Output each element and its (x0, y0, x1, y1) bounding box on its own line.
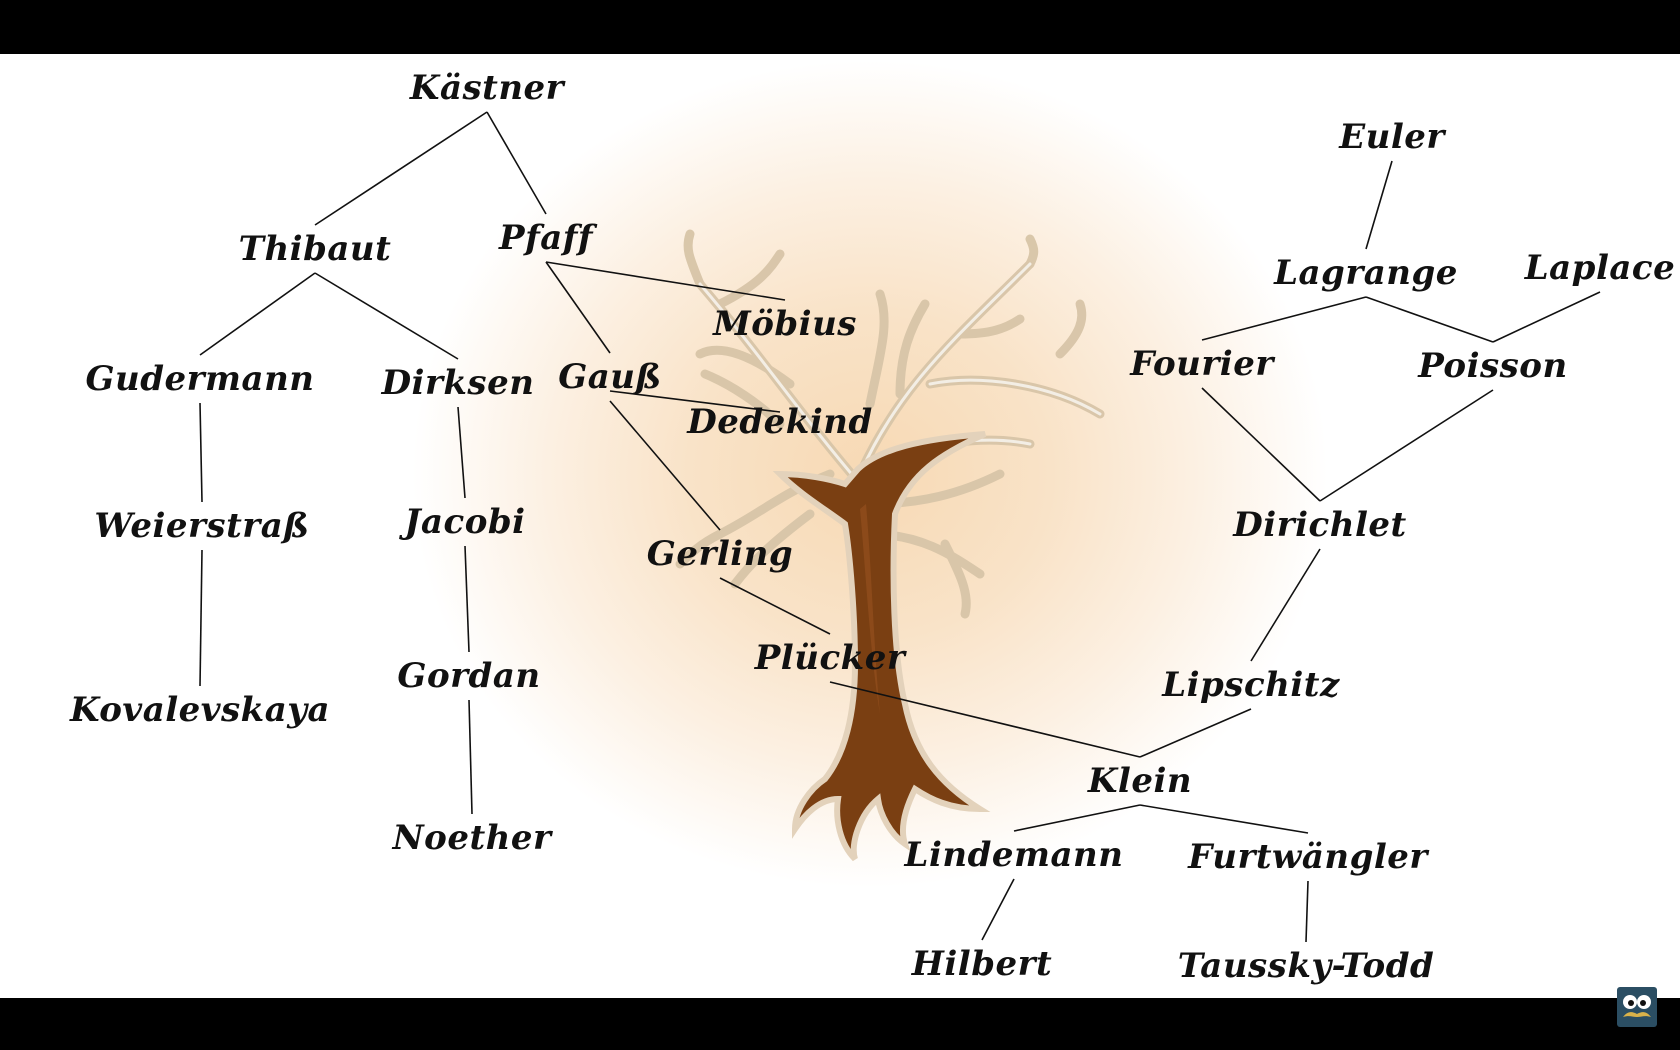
node-euler: Euler (1339, 117, 1445, 157)
node-plucker: Plücker (754, 638, 906, 678)
node-furtwangler: Furtwängler (1188, 837, 1428, 877)
edge-lagrange-poisson (1365, 296, 1494, 343)
edge-weierstrass-kovalevskaya (199, 549, 203, 687)
node-gordan: Gordan (397, 656, 541, 696)
node-dirichlet: Dirichlet (1233, 505, 1407, 545)
tree-illustration (675, 229, 1105, 862)
node-lindemann: Lindemann (904, 835, 1124, 875)
node-hilbert: Hilbert (911, 944, 1053, 984)
edge-thibaut-dirksen (314, 272, 459, 360)
edge-lipschitz-klein (1139, 708, 1252, 758)
edge-furtwangler-taussky (1305, 880, 1309, 943)
edge-gauss-gerling (609, 400, 721, 531)
edge-lindemann-hilbert (981, 878, 1015, 941)
edge-thibaut-gudermann (199, 272, 316, 356)
edge-layer (199, 111, 1601, 943)
node-klein: Klein (1087, 761, 1193, 801)
diagram-canvas: Kästner Thibaut Pfaff Gudermann Dirksen … (0, 54, 1680, 998)
node-dedekind: Dedekind (687, 402, 873, 442)
node-taussky: Taussky-Todd (1177, 946, 1435, 986)
node-thibaut: Thibaut (238, 229, 392, 269)
node-jacobi: Jacobi (404, 502, 526, 542)
node-gauss: Gauß (558, 357, 662, 397)
node-gerling: Gerling (646, 534, 794, 574)
node-fourier: Fourier (1130, 344, 1274, 384)
node-poisson: Poisson (1418, 346, 1568, 386)
edge-lagrange-fourier (1201, 296, 1367, 341)
edge-euler-lagrange (1365, 160, 1393, 250)
edge-dirichlet-lipschitz (1250, 548, 1321, 662)
edge-kastner-pfaff (486, 111, 547, 215)
node-laplace: Laplace (1524, 248, 1676, 288)
node-lipschitz: Lipschitz (1162, 665, 1340, 705)
edge-kastner-thibaut (314, 111, 488, 226)
edge-gordan-noether (468, 699, 473, 815)
edge-plucker-klein (829, 681, 1141, 758)
edge-poisson-dirichlet (1319, 389, 1494, 502)
node-dirksen: Dirksen (381, 363, 535, 403)
node-mobius: Möbius (713, 304, 857, 344)
edge-dirksen-jacobi (457, 406, 466, 499)
edge-fourier-dirichlet (1201, 387, 1321, 502)
edge-klein-lindemann (1013, 804, 1141, 832)
node-noether: Noether (392, 818, 552, 858)
mustache-face-icon (1623, 995, 1651, 1017)
edge-pfaff-mobius (545, 261, 786, 301)
node-pfaff: Pfaff (499, 218, 593, 258)
edge-klein-furtwangler (1139, 804, 1309, 834)
node-gudermann: Gudermann (85, 359, 315, 399)
edge-gerling-plucker (719, 577, 831, 635)
edge-jacobi-gordan (464, 545, 470, 653)
node-kovalevskaya: Kovalevskaya (69, 690, 331, 730)
edge-gudermann-weierstrass (199, 402, 203, 503)
edge-laplace-poisson (1492, 291, 1601, 343)
node-lagrange: Lagrange (1274, 253, 1458, 293)
edge-pfaff-gauss (545, 261, 611, 354)
edge-gauss-dedekind (609, 390, 781, 413)
channel-avatar[interactable] (1617, 987, 1657, 1027)
node-weierstrass: Weierstraß (94, 506, 310, 546)
node-kastner: Kästner (409, 68, 565, 108)
